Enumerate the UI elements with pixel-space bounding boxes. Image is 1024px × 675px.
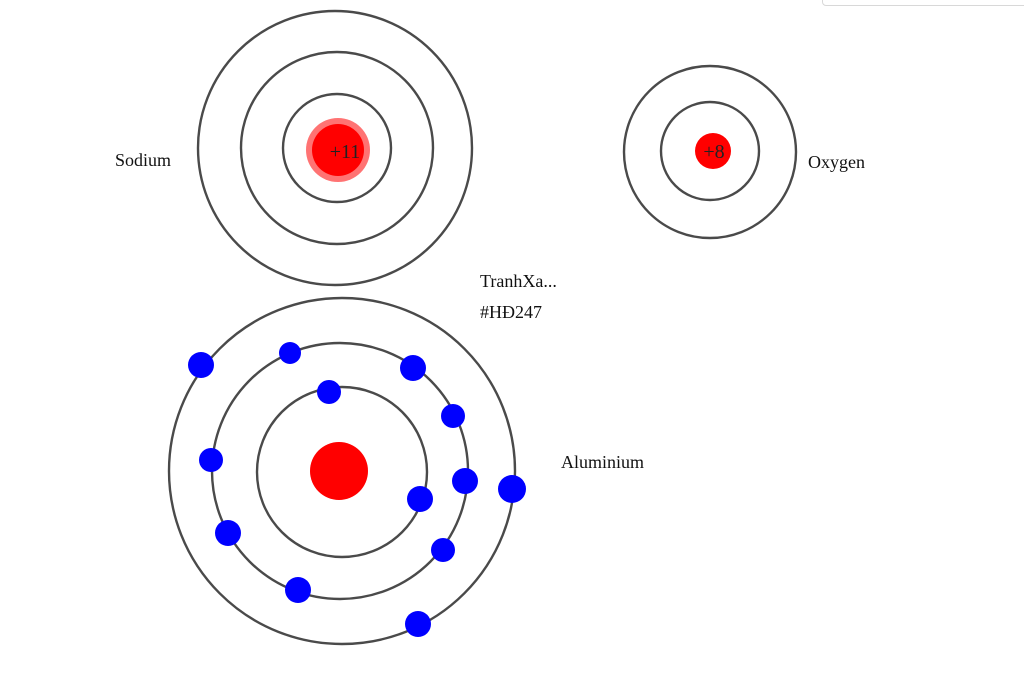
aluminium-electron (285, 577, 311, 603)
sodium-shell-2 (239, 50, 435, 246)
aluminium-atom: Aluminium (167, 296, 644, 646)
aluminium-electron (498, 475, 526, 503)
aluminium-electron (215, 520, 241, 546)
oxygen-shell-2 (622, 64, 798, 240)
aluminium-electron (405, 611, 431, 637)
watermark-line-1: TranhXa... (480, 271, 557, 291)
aluminium-shell-3 (167, 296, 517, 646)
aluminium-label: Aluminium (561, 452, 644, 472)
oxygen-shell-1 (659, 100, 761, 202)
sodium-nucleus (312, 124, 364, 176)
sodium-charge: +11 (330, 141, 361, 163)
aluminium-nucleus (310, 442, 368, 500)
oxygen-atom: +8 Oxygen (622, 64, 865, 240)
sodium-shell-1 (281, 92, 393, 204)
aluminium-electron (199, 448, 223, 472)
aluminium-electron (279, 342, 301, 364)
oxygen-nucleus (695, 133, 731, 169)
aluminium-shell-1 (255, 385, 429, 559)
aluminium-electron (188, 352, 214, 378)
aluminium-electron (441, 404, 465, 428)
aluminium-electron (431, 538, 455, 562)
aluminium-electron (407, 486, 433, 512)
sodium-label: Sodium (115, 150, 171, 170)
watermark-line-2: #HĐ247 (480, 302, 542, 322)
top-right-panel-edge (822, 0, 1024, 6)
oxygen-label: Oxygen (808, 152, 865, 172)
aluminium-electron (400, 355, 426, 381)
aluminium-electron (317, 380, 341, 404)
aluminium-electron (452, 468, 478, 494)
sodium-shell-3 (196, 9, 474, 287)
sodium-atom: +11 Sodium (115, 9, 474, 287)
oxygen-charge: +8 (703, 141, 724, 163)
